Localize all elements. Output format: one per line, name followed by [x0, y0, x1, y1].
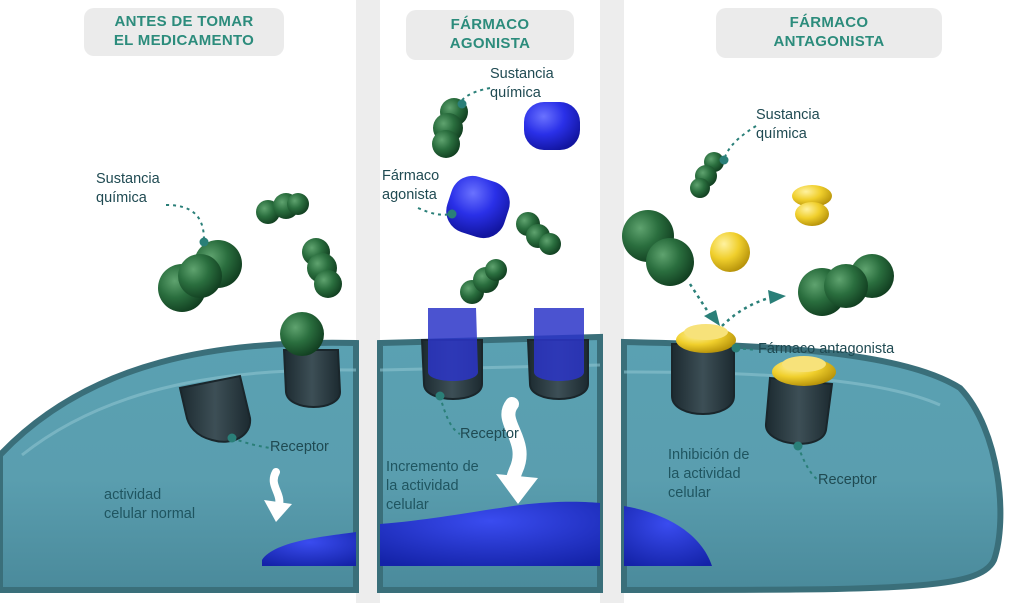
antagonist-drug-icon [676, 324, 736, 353]
chemical-molecule-icon [516, 212, 561, 255]
panel-title-before: ANTES DE TOMAR EL MEDICAMENTO [84, 8, 284, 56]
nucleus [624, 506, 712, 566]
chemical-molecule-icon [690, 152, 724, 198]
title-line: FÁRMACO [450, 16, 530, 33]
title-line: ANTAGONISTA [773, 33, 885, 50]
agonist-drug-icon [446, 175, 510, 239]
receptor-icon [178, 374, 252, 443]
antagonist-drug-icon [710, 232, 750, 272]
leader-dots [199, 99, 803, 451]
label-receptor: Receptor [460, 425, 519, 444]
panel-divider [356, 0, 380, 603]
antagonist-drug-icon [772, 356, 836, 386]
title-line: ANTES DE TOMAR [114, 13, 254, 30]
chemical-molecule-icon [622, 210, 694, 286]
label-line: química [490, 85, 541, 101]
title-line: EL MEDICAMENTO [113, 32, 255, 49]
label-line: química [96, 190, 147, 206]
label-line: Incremento de [386, 459, 479, 475]
label-line: la actividad [668, 466, 741, 482]
label-substance: Sustancia química [490, 65, 554, 103]
cell-body [0, 339, 359, 593]
label-line: celular [668, 485, 711, 501]
nucleus [262, 532, 356, 566]
chemical-molecule-icon [302, 238, 342, 298]
label-inhibition: Inhibición de la actividad celular [668, 446, 749, 503]
label-drug: Fármaco antagonista [758, 340, 894, 359]
label-line: la actividad [386, 478, 459, 494]
panel-divider [600, 0, 624, 603]
label-activity: actividad celular normal [104, 486, 195, 524]
label-line: actividad [104, 487, 162, 503]
agonist-drug-icon [428, 308, 478, 381]
antagonist-drug-icon [792, 185, 832, 226]
label-line: Sustancia [756, 107, 820, 123]
label-line: Receptor [818, 472, 877, 488]
label-activity: Incremento de la actividad celular [386, 458, 479, 515]
label-line: Inhibición de [668, 447, 750, 463]
title-line: FÁRMACO [789, 14, 869, 31]
label-substance: Sustancia química [96, 170, 160, 208]
agonist-drug-icon [534, 308, 584, 381]
nucleus [380, 501, 600, 566]
label-line: agonista [382, 187, 437, 203]
label-substance: Sustancia química [756, 106, 820, 144]
label-receptor: Receptor [818, 471, 877, 490]
label-line: Receptor [270, 439, 329, 455]
label-line: celular [386, 497, 429, 513]
chemical-molecule-icon [798, 254, 894, 316]
label-line: celular normal [104, 506, 196, 522]
panel-title-agonist: FÁRMACO AGONISTA [406, 10, 574, 60]
label-line: Fármaco antagonista [758, 341, 895, 357]
receptor-icon [282, 349, 342, 408]
chemical-molecule-icon [460, 259, 507, 304]
label-line: Sustancia [490, 66, 554, 82]
agonist-drug-icon [524, 102, 580, 150]
label-line: Fármaco [382, 168, 440, 184]
title-line: AGONISTA [449, 35, 531, 52]
activity-arrow-icon [496, 397, 538, 504]
receptor-icon [764, 376, 834, 445]
chemical-molecule-icon [280, 312, 324, 356]
panel-title-antagonist: FÁRMACO ANTAGONISTA [716, 8, 942, 58]
label-line: química [756, 126, 807, 142]
chemical-molecule-icon [158, 240, 242, 312]
flow-arrow [721, 290, 786, 327]
flow-arrow [688, 283, 720, 326]
chemical-molecule-icon [256, 193, 309, 224]
label-line: Receptor [460, 426, 519, 442]
label-line: Sustancia [96, 171, 160, 187]
receptor-icon [671, 343, 735, 415]
activity-arrow-icon [264, 468, 292, 522]
label-receptor: Receptor [270, 438, 329, 457]
label-drug: Fármaco agonista [382, 167, 439, 205]
